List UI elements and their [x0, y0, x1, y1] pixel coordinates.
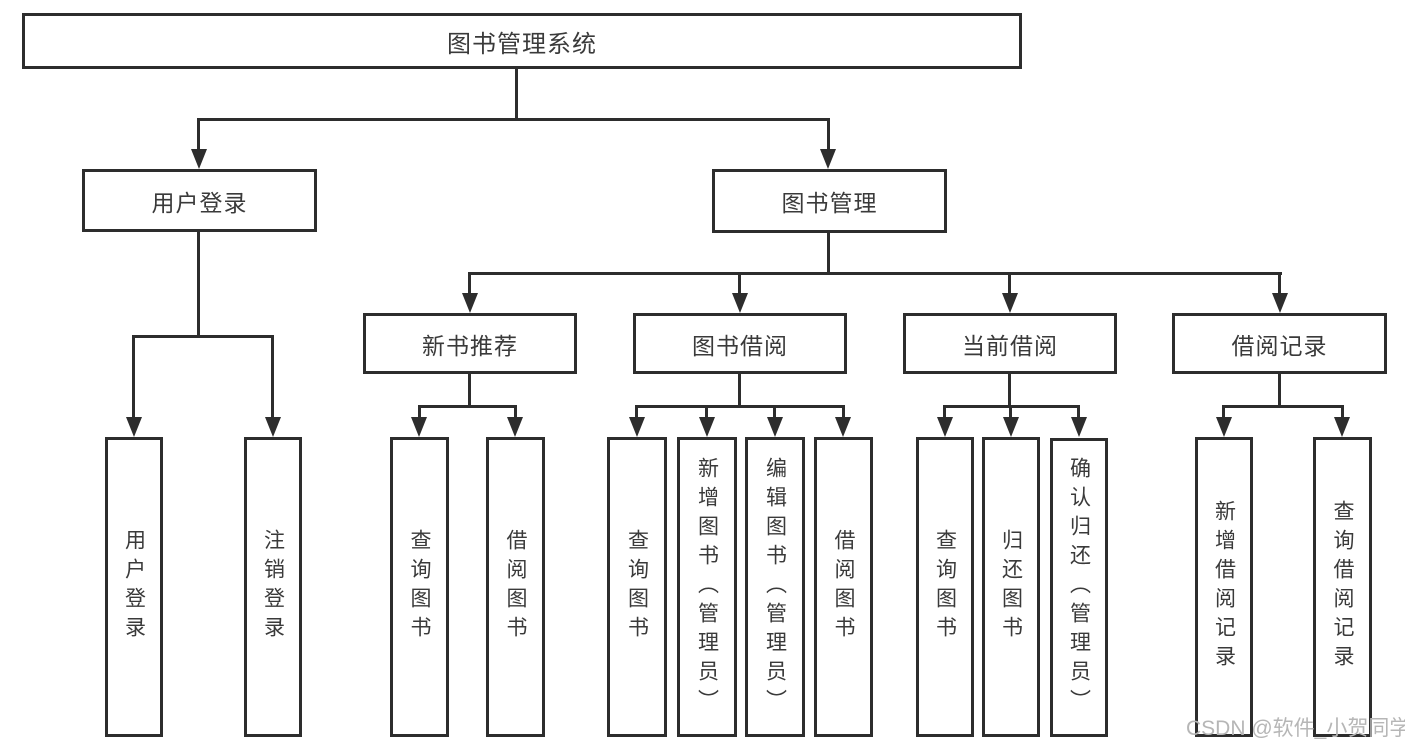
arrow-down-icon: [835, 417, 851, 437]
connector-line: [1341, 405, 1344, 417]
connector-line: [635, 405, 638, 417]
leaf-borrow-books-1: 借阅图书: [486, 437, 545, 737]
connector-line: [738, 374, 741, 405]
connector-line: [1077, 405, 1080, 417]
connector-line: [514, 405, 517, 417]
leaf-add-books-admin-label: 新增图书（管理员）: [695, 456, 719, 718]
leaf-query-borrow-record-label: 查询借阅记录: [1331, 500, 1354, 674]
arrow-down-icon: [462, 293, 478, 313]
node-borrow-records-label: 借阅记录: [1231, 332, 1328, 359]
node-new-book-recommend: 新书推荐: [363, 313, 577, 374]
leaf-query-books-1-label: 查询图书: [408, 529, 431, 645]
arrow-down-icon: [732, 293, 748, 313]
leaf-query-books-1: 查询图书: [390, 437, 449, 737]
leaf-return-books: 归还图书: [982, 437, 1040, 737]
connector-line: [827, 232, 830, 272]
connector-line: [1278, 374, 1281, 405]
connector-line: [197, 118, 830, 121]
leaf-edit-books-admin-label: 编辑图书（管理员）: [763, 456, 787, 718]
connector-line: [132, 335, 135, 417]
node-current-borrow-label: 当前借阅: [962, 332, 1058, 359]
node-book-management: 图书管理: [712, 169, 947, 233]
leaf-query-books-3-label: 查询图书: [933, 529, 957, 645]
connector-line: [1222, 405, 1343, 408]
leaf-query-books-2: 查询图书: [607, 437, 667, 737]
node-book-borrow: 图书借阅: [633, 313, 847, 374]
arrow-down-icon: [1216, 417, 1232, 437]
node-borrow-records: 借阅记录: [1172, 313, 1387, 374]
connector-line: [705, 405, 708, 417]
arrow-down-icon: [629, 417, 645, 437]
connector-line: [468, 374, 471, 405]
connector-line: [943, 405, 946, 417]
connector-line: [197, 118, 200, 151]
arrow-down-icon: [1334, 417, 1350, 437]
arrow-down-icon: [937, 417, 953, 437]
arrow-down-icon: [265, 417, 281, 437]
arrow-down-icon: [699, 417, 715, 437]
connector-line: [1278, 272, 1281, 293]
leaf-borrow-books-1-label: 借阅图书: [504, 529, 527, 645]
arrow-down-icon: [191, 149, 207, 169]
leaf-logout-label: 注销登录: [261, 529, 285, 645]
connector-line: [1008, 272, 1011, 293]
arrow-down-icon: [507, 417, 523, 437]
node-root: 图书管理系统: [22, 13, 1022, 69]
leaf-return-books-label: 归还图书: [999, 529, 1023, 645]
leaf-add-books-admin: 新增图书（管理员）: [677, 437, 737, 737]
arrow-down-icon: [411, 417, 427, 437]
arrow-down-icon: [820, 149, 836, 169]
connector-line: [132, 335, 274, 338]
arrow-down-icon: [1272, 293, 1288, 313]
arrow-down-icon: [126, 417, 142, 437]
leaf-user-login: 用户登录: [105, 437, 163, 737]
connector-line: [271, 335, 274, 417]
leaf-query-books-2-label: 查询图书: [625, 529, 649, 645]
leaf-query-borrow-record: 查询借阅记录: [1313, 437, 1372, 737]
leaf-logout: 注销登录: [244, 437, 302, 737]
connector-line: [738, 272, 741, 293]
leaf-query-books-3: 查询图书: [916, 437, 974, 737]
node-book-borrow-label: 图书借阅: [692, 332, 788, 359]
node-root-label: 图书管理系统: [447, 30, 597, 58]
connector-line: [468, 272, 471, 293]
leaf-confirm-return-admin: 确认归还（管理员）: [1050, 438, 1108, 737]
connector-line: [827, 118, 830, 151]
node-new-book-recommend-label: 新书推荐: [422, 332, 518, 359]
leaf-borrow-books-2: 借阅图书: [814, 437, 873, 737]
leaf-user-login-label: 用户登录: [122, 529, 146, 645]
connector-line: [773, 405, 776, 417]
connector-line: [842, 405, 845, 417]
leaf-borrow-books-2-label: 借阅图书: [832, 529, 855, 645]
connector-line: [197, 232, 200, 335]
connector-line: [1222, 405, 1225, 417]
arrow-down-icon: [1003, 417, 1019, 437]
connector-line: [1009, 405, 1012, 417]
leaf-add-borrow-record-label: 新增借阅记录: [1212, 500, 1236, 674]
connector-line: [468, 272, 1282, 275]
node-book-management-label: 图书管理: [781, 190, 878, 216]
leaf-edit-books-admin: 编辑图书（管理员）: [745, 437, 805, 737]
node-current-borrow: 当前借阅: [903, 313, 1117, 374]
arrow-down-icon: [767, 417, 783, 437]
connector-line: [1008, 374, 1011, 405]
node-user-login: 用户登录: [82, 169, 317, 232]
connector-line: [515, 69, 518, 118]
leaf-confirm-return-admin-label: 确认归还（管理员）: [1067, 457, 1091, 718]
connector-line: [418, 405, 517, 408]
connector-line: [418, 405, 421, 417]
connector-line: [635, 405, 845, 408]
arrow-down-icon: [1071, 417, 1087, 437]
node-user-login-label: 用户登录: [151, 189, 248, 216]
leaf-add-borrow-record: 新增借阅记录: [1195, 437, 1253, 737]
arrow-down-icon: [1002, 293, 1018, 313]
watermark: CSDN @软件_小贺同学: [1186, 717, 1405, 740]
